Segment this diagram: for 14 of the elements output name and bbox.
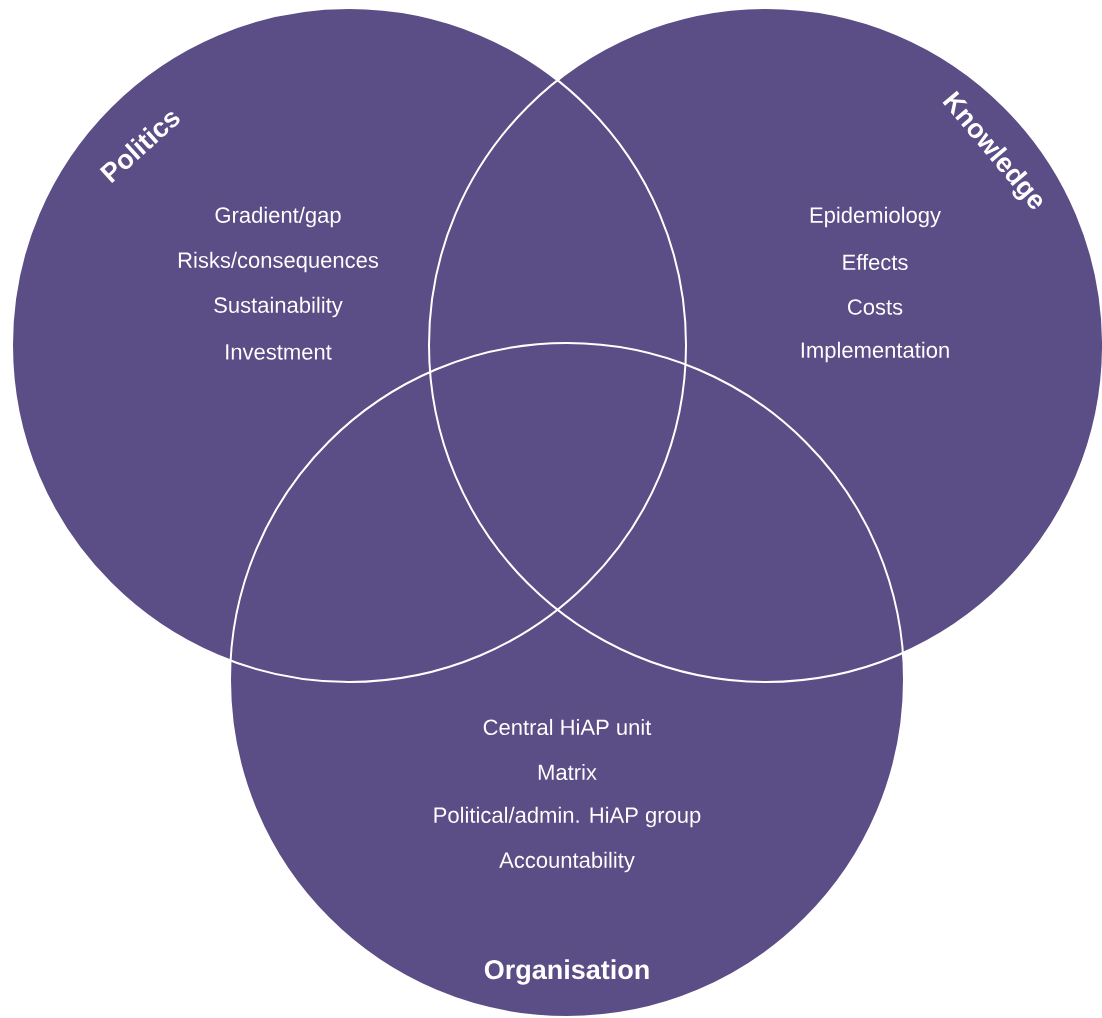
- list-item: Accountability: [499, 851, 635, 873]
- list-item: Political/admin. HiAP group: [434, 806, 701, 828]
- list-item: Matrix: [538, 763, 597, 781]
- list-item: Risks/consequences: [178, 251, 379, 273]
- list-item: Investment: [226, 344, 332, 360]
- list-item: Sustainability: [214, 296, 343, 318]
- list-item: Gradient/gap: [215, 206, 341, 228]
- list-item: Costs: [848, 299, 903, 315]
- list-item: Effects: [843, 253, 908, 271]
- venn-circle: [11, 7, 687, 683]
- list-item: Central HiAP unit: [483, 718, 652, 736]
- list-item: Implementation: [801, 341, 949, 363]
- list-item: Epidemiology: [810, 206, 941, 228]
- circle-heading: Organisation: [484, 959, 649, 985]
